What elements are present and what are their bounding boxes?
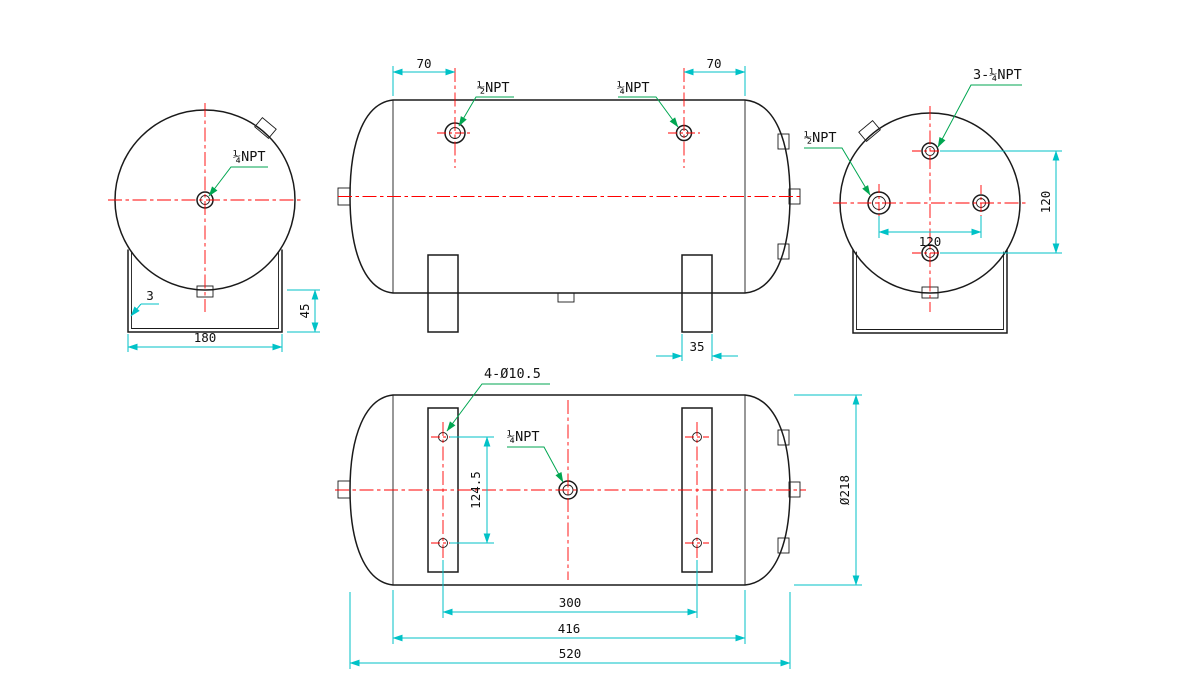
saddle-bracket-outer [127,249,283,333]
top-port-label: ¼NPT [507,429,540,445]
dim-right-port-offset: 70 [706,56,721,71]
top-dim-lines [349,394,862,669]
quarter-npt-leader [618,96,679,128]
top-leaders [446,383,564,483]
dim-bracket-spacing: 300 [559,595,582,610]
mounting-leg-left [427,254,459,333]
dim-horizontal-port-spacing: 120 [919,234,942,249]
dim-base-width: 180 [194,330,217,345]
dim-diameter: Ø218 [837,475,852,505]
left-end-centerlines [108,103,302,312]
dim-plate-thickness: 3 [146,288,154,303]
right-end-boss-middle [788,481,801,498]
right-end-view: 3-¼NPT ½NPT 120 120 [804,67,1062,334]
side-outline [349,99,791,333]
right-end-boss-bottom [777,537,790,554]
dim-vertical-port-spacing: 120 [1038,191,1053,214]
side-leaders [458,96,679,128]
saddle-bracket-outer [852,249,1008,334]
left-end-port-boss [337,480,351,499]
right-end-centerlines [833,106,1028,312]
dim-tangent-length: 416 [558,621,581,636]
side-view: ½NPT ¼NPT 70 70 35 [337,56,802,361]
right-end-boss-bottom [777,243,790,260]
right-end-half-npt-label: ½NPT [804,130,837,146]
drain-boss [557,292,575,303]
side-dim-lines [392,66,746,361]
half-npt-leader [458,96,514,127]
side-details [337,99,801,303]
dim-bracket-width: 35 [689,339,704,354]
holes-leader [446,383,550,432]
dim-left-port-offset: 70 [416,56,431,71]
left-end-view: ¼NPT 180 45 3 [108,103,320,352]
dim-overall-length: 520 [559,646,582,661]
right-end-boss-top [777,133,790,150]
saddle-bracket-inner [856,251,1004,330]
side-centerlines [338,68,802,197]
left-end-port-label: ¼NPT [233,149,266,165]
right-end-boss-top [777,429,790,446]
center-port-leader [507,446,564,483]
side-quarter-npt-label: ¼NPT [617,80,650,96]
half-npt-leader [804,147,871,196]
dim-hole-spacing: 124.5 [468,471,483,509]
right-end-dim-lines [878,150,1062,254]
mounting-leg-right [681,254,713,333]
top-view: 4-Ø10.5 ¼NPT 124.5 300 416 520 Ø218 [335,366,862,669]
port-leader-line [208,166,268,197]
top-holes-label: 4-Ø10.5 [484,366,541,382]
lifting-lug [858,119,881,143]
left-end-dim-lines [127,289,320,352]
right-end-ports-label: 3-¼NPT [973,67,1022,83]
side-half-npt-label: ½NPT [477,80,510,96]
three-ports-leader [937,84,1022,148]
dim-ground-clearance: 45 [297,303,312,318]
lifting-lug [254,116,277,140]
top-centerlines [335,400,806,580]
left-end-leaders [208,166,268,197]
saddle-bracket-inner [131,251,279,329]
right-end-leaders [804,84,1022,196]
